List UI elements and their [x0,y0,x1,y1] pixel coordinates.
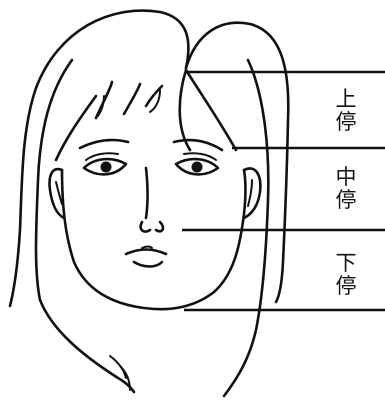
ears [50,168,261,218]
eyebrows [80,140,222,150]
face [62,170,246,309]
label-middle-section: 中 停 [332,166,360,212]
label-lower-section: 下 停 [332,252,360,298]
eyes [84,153,218,174]
mouth [126,247,166,267]
label-upper-section: 上 停 [332,88,360,134]
nose [141,168,163,232]
